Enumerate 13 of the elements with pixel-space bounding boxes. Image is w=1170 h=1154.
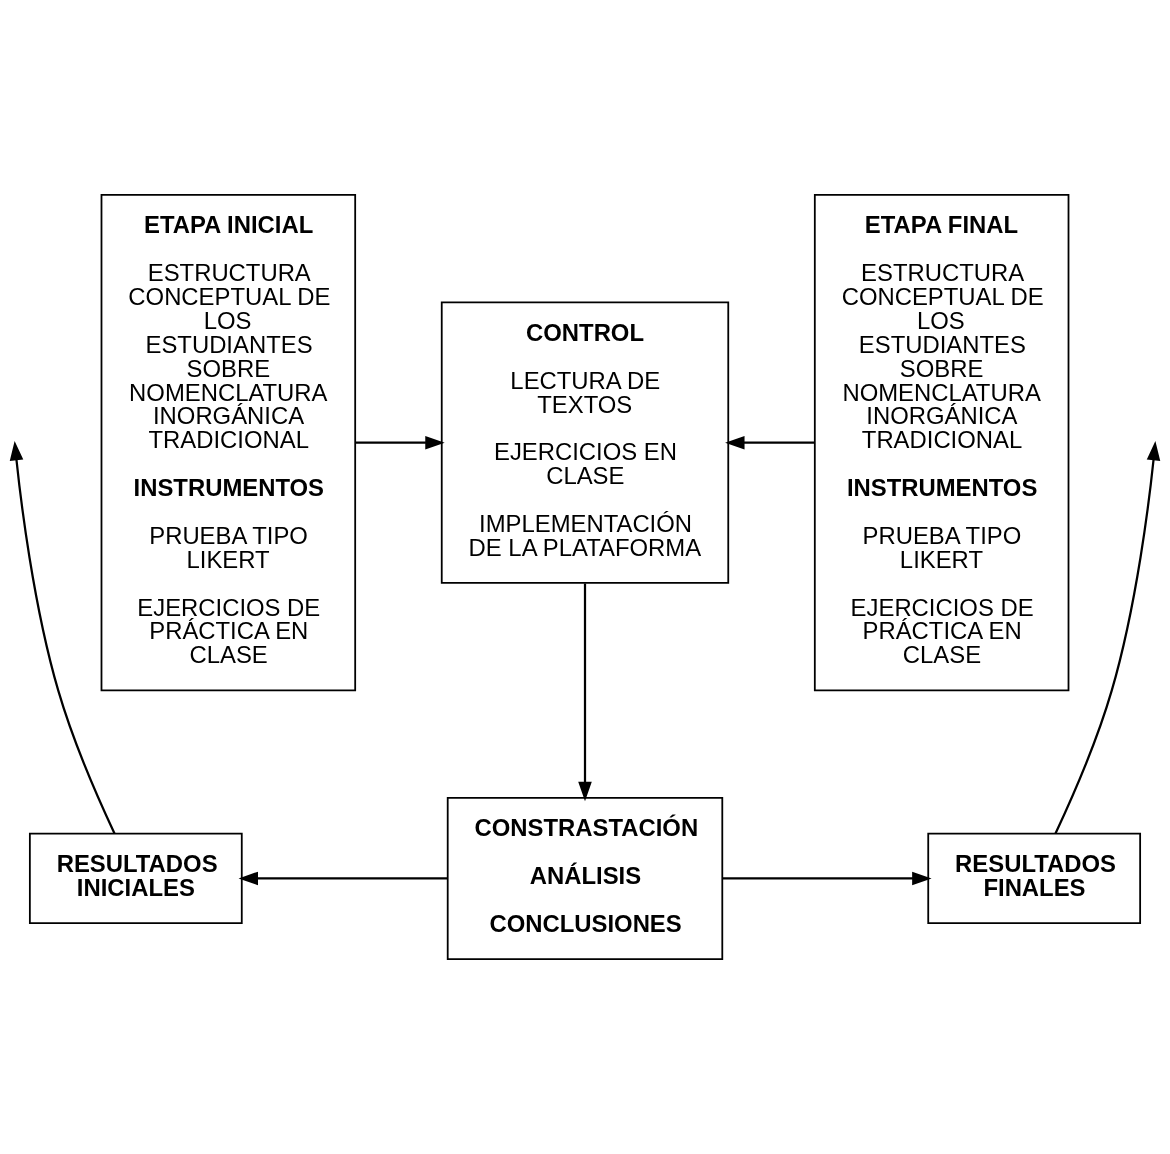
arrow bbox=[1054, 440, 1161, 834]
node-box: RESULTADOS INICIALES bbox=[28, 832, 243, 925]
arrow bbox=[722, 871, 932, 886]
arrow bbox=[9, 440, 116, 834]
node-box: ETAPA INICIAL ESTRUCTURA CONCEPTUAL DE LOS ESTUDIANTES SOBRE NOMENCLATURA INORGÁNICA TRADICIONAL INSTRUMENTOS PRUEBA TIPO LIKERT EJERCICIOS DE PRÁCTICA EN CLASE bbox=[100, 194, 357, 692]
node-box: CONTROL LECTURA DE TEXTOS EJERCICIOS EN CLASE IMPLEMENTACIÓN DE LA PLATAFORMA bbox=[440, 301, 730, 584]
node-box: CONSTRASTACIÓN ANÁLISIS CONCLUSIONES bbox=[446, 796, 724, 960]
arrow bbox=[355, 435, 445, 450]
node-box: ETAPA FINAL ESTRUCTURA CONCEPTUAL DE LOS ESTUDIANTES SOBRE NOMENCLATURA INORGÁNICA TRADICIONAL INSTRUMENTOS PRUEBA TIPO LIKERT EJERCICIOS DE PRÁCTICA EN CLASE bbox=[813, 194, 1070, 692]
arrow bbox=[238, 871, 448, 886]
arrow bbox=[725, 435, 815, 450]
node-box: RESULTADOS FINALES bbox=[927, 832, 1142, 925]
arrow bbox=[578, 583, 592, 802]
